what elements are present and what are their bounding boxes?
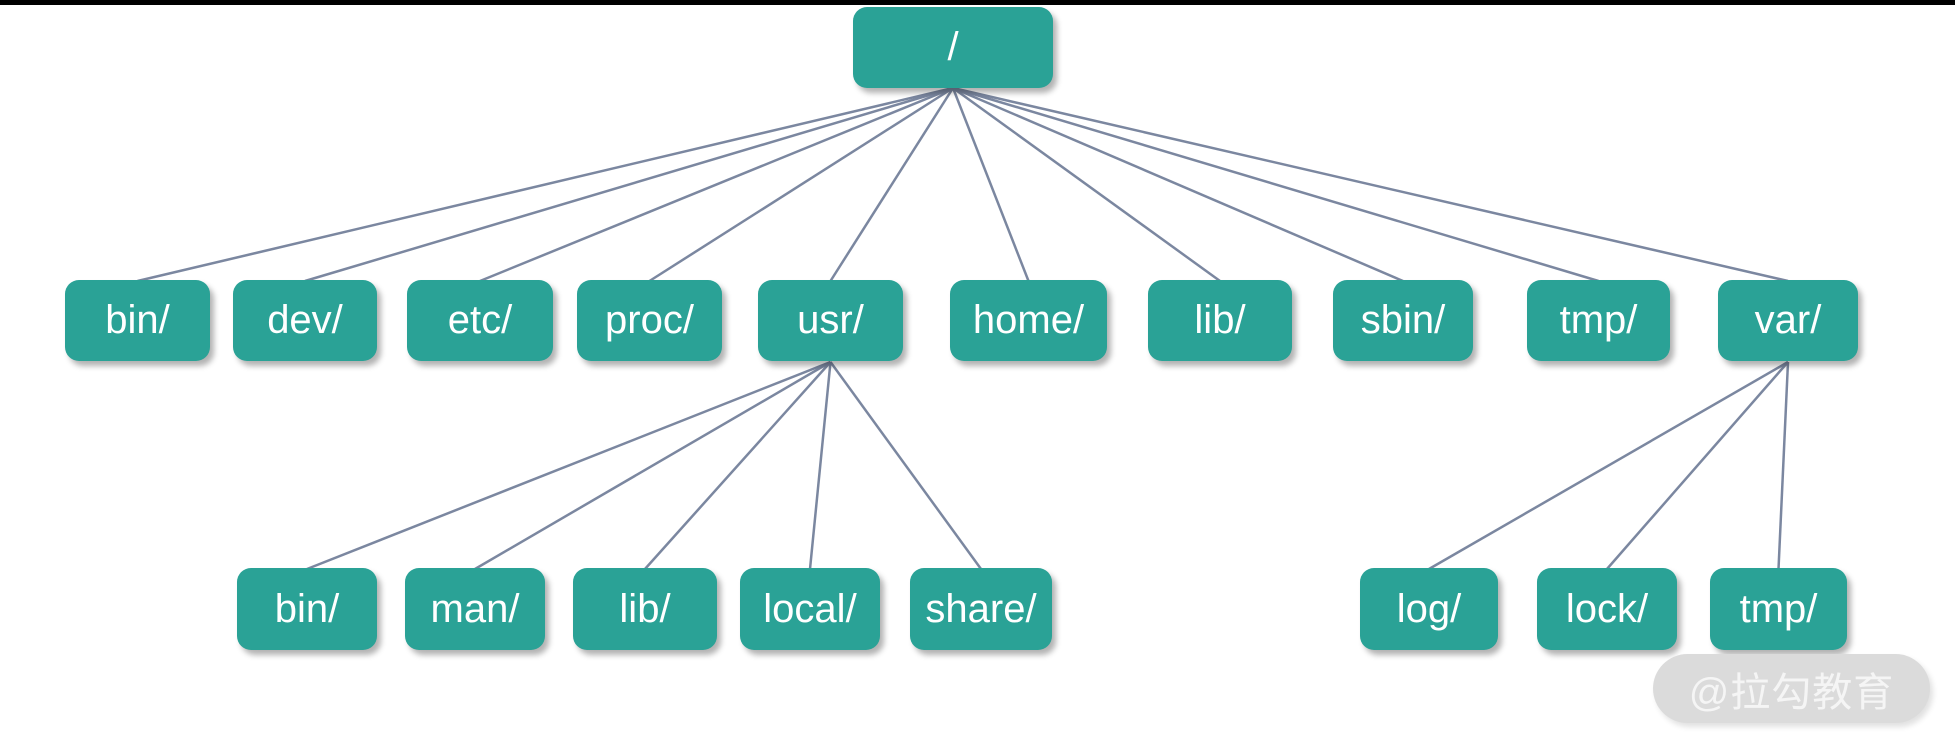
connector-line — [137, 86, 954, 283]
connector-line — [829, 87, 955, 282]
watermark-badge: @拉勾教育 — [1653, 654, 1930, 723]
node-var: var/ — [1718, 280, 1858, 361]
watermark-text: @拉勾教育 — [1688, 670, 1895, 715]
connector-line — [306, 360, 831, 571]
connector-line — [648, 86, 954, 283]
connector-line — [304, 86, 954, 283]
node-bin: bin/ — [65, 280, 210, 361]
node-usr-man: man/ — [405, 568, 545, 650]
node-var-tmp: tmp/ — [1710, 568, 1847, 650]
connector-line — [952, 86, 1599, 283]
node-usr-bin: bin/ — [237, 568, 377, 650]
node-usr: usr/ — [758, 280, 903, 361]
connector-line — [808, 361, 832, 570]
top-black-bar — [0, 0, 1955, 5]
connector-line — [644, 361, 832, 570]
connector-line — [952, 86, 1404, 283]
connector-line — [1777, 361, 1790, 570]
connector-line — [951, 87, 1030, 282]
node-lib: lib/ — [1148, 280, 1292, 361]
node-root: / — [853, 7, 1053, 88]
node-usr-share: share/ — [910, 568, 1052, 650]
connector-line — [1606, 361, 1789, 570]
connector-line — [952, 86, 1221, 283]
node-usr-local: local/ — [740, 568, 880, 650]
node-dev: dev/ — [233, 280, 377, 361]
node-usr-lib: lib/ — [573, 568, 717, 650]
node-var-log: log/ — [1360, 568, 1498, 650]
connector-line — [474, 360, 832, 571]
connector-line — [479, 86, 954, 283]
node-sbin: sbin/ — [1333, 280, 1473, 361]
node-etc: etc/ — [407, 280, 553, 361]
node-home: home/ — [950, 280, 1107, 361]
node-tmp: tmp/ — [1527, 280, 1670, 361]
connector-line — [829, 361, 983, 570]
connector-line — [952, 86, 1789, 283]
node-var-lock: lock/ — [1537, 568, 1677, 650]
node-proc: proc/ — [577, 280, 722, 361]
connector-line — [1428, 360, 1789, 571]
